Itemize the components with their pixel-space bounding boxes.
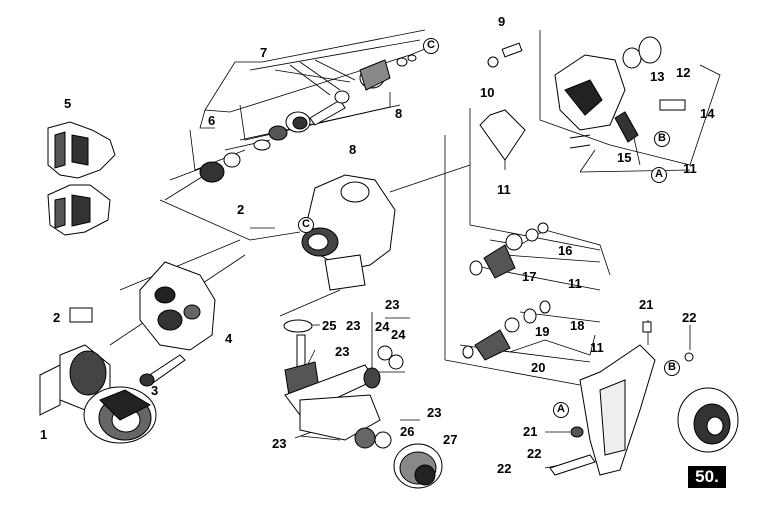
callout-19: 19: [535, 324, 550, 339]
callout-14: 14: [700, 106, 715, 121]
marker-c-lower: C: [298, 217, 314, 233]
callout-24-b: 24: [391, 327, 406, 342]
part-5-brackets: [47, 121, 116, 236]
marker-a-lower: A: [553, 402, 569, 418]
callout-7: 7: [260, 45, 268, 60]
marker-c-upper: C: [423, 38, 439, 54]
part-8-pump-head: [301, 174, 396, 291]
callout-17: 17: [522, 269, 537, 284]
callout-2-upper: 2: [237, 202, 245, 217]
callout-23-c: 23: [335, 344, 350, 359]
callout-15: 15: [617, 150, 632, 165]
callout-22-lower: 22: [497, 461, 512, 476]
callout-8-lower: 8: [349, 142, 357, 157]
callout-9: 9: [498, 14, 506, 29]
callout-21-lower: 21: [523, 424, 538, 439]
callout-2-lower: 2: [53, 310, 61, 325]
callout-12: 12: [676, 65, 691, 80]
page-number-badge: 50.: [688, 466, 726, 488]
callout-6: 6: [208, 113, 216, 128]
marker-b-upper: B: [654, 131, 670, 147]
part-1-handle: [39, 307, 157, 444]
callout-10: 10: [480, 85, 495, 100]
parts-16-20-valves: [462, 222, 551, 361]
callout-23-a: 23: [385, 297, 400, 312]
part-4-housing: [139, 261, 216, 387]
callout-11-b: 11: [683, 161, 697, 176]
parts-6-7-8-valve-stack: [199, 54, 417, 183]
callout-3: 3: [151, 383, 159, 398]
marker-b-lower: B: [664, 360, 680, 376]
callout-23-b: 23: [346, 318, 361, 333]
callout-4: 4: [225, 331, 233, 346]
callout-13: 13: [650, 69, 665, 84]
callout-22-mid: 22: [527, 446, 542, 461]
callout-23-d: 23: [427, 405, 442, 420]
callout-27: 27: [443, 432, 458, 447]
callout-11-d: 11: [590, 340, 604, 355]
parts-21-22-bracket-flange: [549, 321, 739, 476]
callout-5: 5: [64, 96, 72, 111]
callout-26: 26: [400, 424, 415, 439]
callout-16: 16: [558, 243, 573, 258]
callout-24-a: 24: [375, 319, 390, 334]
parts-9-15-pump-cover: [479, 36, 686, 161]
callout-25: 25: [322, 318, 337, 333]
callout-8-upper: 8: [395, 106, 403, 121]
callout-20: 20: [531, 360, 546, 375]
callout-1: 1: [40, 427, 48, 442]
callout-11-c: 11: [568, 276, 582, 291]
callout-11-a: 11: [497, 182, 511, 197]
callout-23-e: 23: [272, 436, 287, 451]
callout-18: 18: [570, 318, 585, 333]
marker-a-upper: A: [651, 167, 667, 183]
callout-21-upper: 21: [639, 297, 654, 312]
callout-22-upper: 22: [682, 310, 697, 325]
outlet-assembly: [283, 319, 443, 489]
